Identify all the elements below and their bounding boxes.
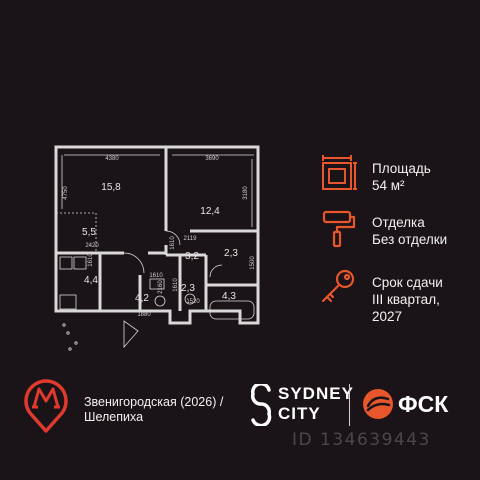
floor-plan-dimensions: 4380 3690 4750 3180 2420 2119 1500 1880 … bbox=[63, 156, 256, 318]
dimension-label: 1520 bbox=[186, 299, 200, 305]
metro-station-line1: Звенигородская (2026) / bbox=[84, 395, 224, 409]
delivery-label: Срок сдачи bbox=[372, 275, 443, 290]
room-area-utility: 4,4 bbox=[84, 275, 98, 286]
dimension-label: 4750 bbox=[63, 186, 69, 200]
dimension-label: 1610 bbox=[149, 273, 163, 279]
floor-plan: 15,8 12,4 5,5 3,2 2,3 2,3 4,4 4,2 4,3 43… bbox=[54, 145, 260, 351]
dimension-label: 2160 bbox=[158, 280, 164, 294]
room-area-entrance: 4,2 bbox=[135, 293, 149, 304]
logo-divider bbox=[349, 384, 350, 426]
finish-value: Без отделки bbox=[372, 232, 448, 247]
delivery-value-year: 2027 bbox=[372, 309, 403, 324]
floor-plan-walls bbox=[54, 145, 260, 325]
area-value: 54 м² bbox=[372, 178, 405, 193]
dimension-label: 1610 bbox=[88, 253, 94, 267]
sydney-city-logo-icon bbox=[251, 384, 272, 426]
developer-name: ФСК bbox=[398, 391, 449, 417]
room-area-kitchen: 5,5 bbox=[82, 227, 96, 238]
floor-plan-room-areas: 15,8 12,4 5,5 3,2 2,3 2,3 4,4 4,2 4,3 bbox=[82, 182, 238, 304]
brand-line2: CITY bbox=[278, 404, 321, 423]
area-label: Площадь bbox=[372, 161, 431, 176]
fsk-logo-icon bbox=[363, 389, 393, 419]
room-area-living: 15,8 bbox=[101, 182, 121, 193]
dimension-label: 4380 bbox=[105, 156, 119, 162]
dimension-label: 1880 bbox=[137, 312, 151, 318]
listing-id-watermark: ID 134639443 bbox=[292, 430, 431, 450]
dimension-label: 1610 bbox=[170, 236, 176, 250]
dimension-label: 3690 bbox=[205, 156, 219, 162]
room-area-wc: 2,3 bbox=[224, 248, 238, 259]
key-icon bbox=[321, 269, 355, 303]
sydney-city-logo-text: SYDNEY CITY bbox=[278, 384, 354, 424]
dimension-label: 3180 bbox=[243, 186, 249, 200]
dimension-label: 1500 bbox=[250, 256, 256, 270]
metro-icon bbox=[24, 379, 68, 433]
room-area-bath: 4,3 bbox=[222, 291, 236, 302]
dimension-label: 2119 bbox=[184, 236, 198, 242]
dimension-label: 2420 bbox=[85, 243, 99, 249]
room-area-storage: 2,3 bbox=[181, 283, 195, 294]
metro-stations: Звенигородская (2026) / Шелепиха bbox=[84, 395, 254, 425]
finish-label: Отделка bbox=[372, 215, 425, 230]
floor-plan-details bbox=[56, 146, 255, 351]
delivery-value-quarter: III квартал, bbox=[372, 292, 440, 307]
metro-station-line2: Шелепиха bbox=[84, 410, 144, 424]
room-area-hall: 3,2 bbox=[185, 251, 199, 262]
floor-area-icon bbox=[322, 155, 357, 190]
room-area-bedroom: 12,4 bbox=[200, 206, 220, 217]
brand-line1: SYDNEY bbox=[278, 384, 354, 403]
paint-roller-icon bbox=[322, 210, 356, 248]
dimension-label: 1610 bbox=[173, 278, 179, 292]
